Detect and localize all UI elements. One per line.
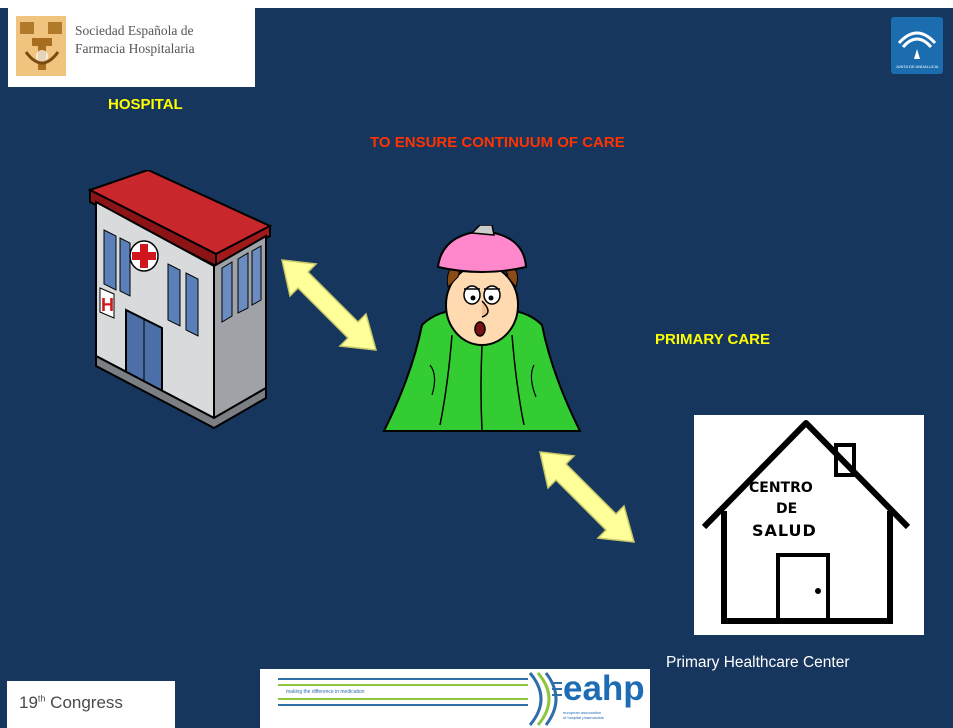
eahp-stripes-icon xyxy=(278,672,562,726)
junta-logo: JUNTA DE ANDALUCIA xyxy=(891,17,943,74)
congress-number: 19 xyxy=(19,693,38,712)
sefh-name-line2: Farmacia Hospitalaria xyxy=(75,41,195,56)
hospital-building-icon: H xyxy=(87,170,273,430)
eahp-subtitle: european association of hospital pharmac… xyxy=(563,710,643,720)
sefh-emblem-icon xyxy=(16,16,66,76)
sefh-logo: Sociedad Española de Farmacia Hospitalar… xyxy=(8,8,255,87)
primary-care-label: PRIMARY CARE xyxy=(655,331,771,348)
sign-line-2: DE xyxy=(776,501,798,517)
continuum-title: TO ENSURE CONTINUUM OF CARE xyxy=(370,134,625,151)
congress-text: 19th Congress xyxy=(19,693,123,713)
junta-text: JUNTA DE ANDALUCIA xyxy=(895,64,939,69)
sign-line-3: SALUD xyxy=(752,521,817,540)
sefh-name: Sociedad Española de Farmacia Hospitalar… xyxy=(75,22,255,58)
congress-logo: 19th Congress xyxy=(7,681,175,728)
svg-text:H: H xyxy=(101,295,114,315)
arrow-patient-center xyxy=(539,451,636,543)
junta-emblem-icon xyxy=(897,31,937,59)
arrow-hospital-patient xyxy=(281,259,378,351)
hospital-label: HOSPITAL xyxy=(108,96,183,113)
health-center-house-icon xyxy=(701,420,911,624)
eahp-tagline: making the difference in medication xyxy=(286,689,365,695)
eahp-logo: making the difference in medication eahp… xyxy=(260,669,650,728)
eahp-subtitle-line1: european association xyxy=(563,710,602,715)
eahp-subtitle-line2: of hospital pharmacists xyxy=(563,715,604,720)
sefh-name-line1: Sociedad Española de xyxy=(75,23,194,38)
eahp-wordmark: eahp xyxy=(563,669,645,708)
health-center-sign: CENTRO DE SALUD xyxy=(694,415,924,635)
sign-line-1: CENTRO xyxy=(749,480,813,496)
primary-center-caption: Primary Healthcare Center xyxy=(666,654,850,671)
congress-word: Congress xyxy=(45,693,123,712)
congress-suffix: th xyxy=(37,693,46,704)
health-center-image: CENTRO DE SALUD xyxy=(694,415,924,635)
sick-patient-icon xyxy=(382,225,582,432)
top-strip xyxy=(0,0,953,8)
